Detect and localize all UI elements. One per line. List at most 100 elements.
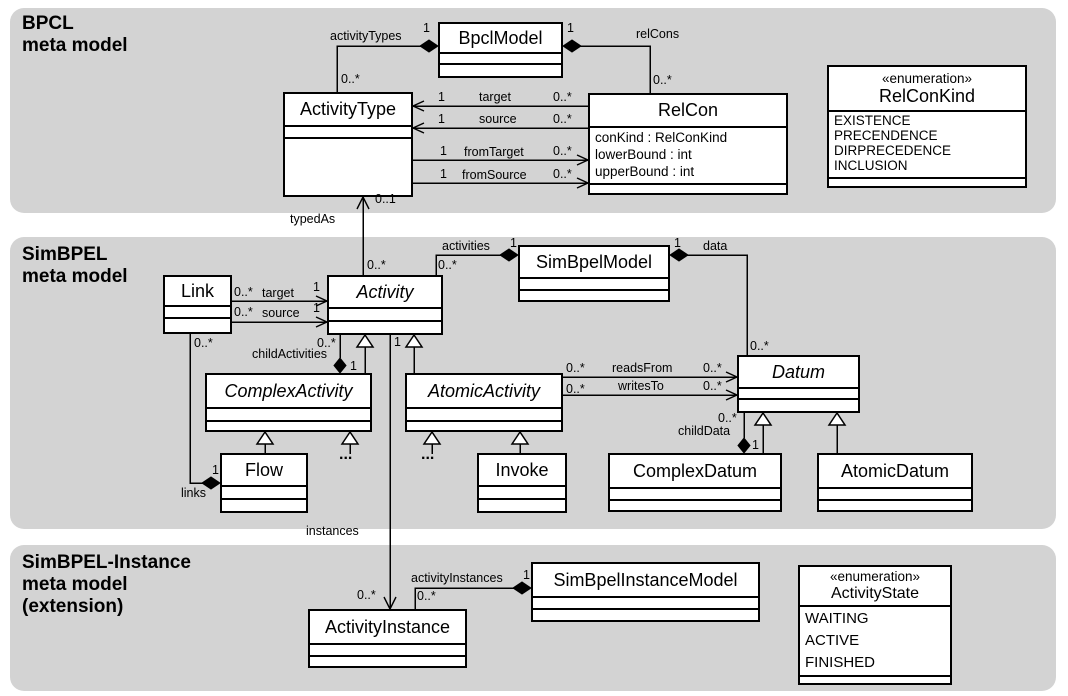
class-name: RelCon [657, 100, 719, 120]
class-name: Invoke [495, 459, 549, 480]
section-label-line: (extension) [22, 596, 124, 617]
member-line: PRECENDENCE [834, 128, 938, 143]
class-title: Invoke [479, 455, 565, 485]
stereotype-label: «enumeration» [881, 70, 973, 86]
class-name: Datum [771, 361, 825, 382]
compartment [610, 487, 780, 499]
class-title: ActivityType [285, 94, 411, 125]
class-name: ActivityState [830, 584, 920, 602]
class-title: SimBpelModel [520, 247, 668, 277]
edge-label: childActivities [252, 347, 328, 361]
compartment [829, 177, 1025, 186]
edge-label: typedAs [290, 212, 336, 226]
class-name: ComplexDatum [632, 460, 758, 481]
member-line: conKind : RelConKind [595, 130, 728, 145]
compartment [222, 498, 306, 511]
class-name: AtomicDatum [840, 460, 950, 481]
compartment [165, 305, 230, 317]
class-title: RelCon [590, 95, 786, 126]
compartment [207, 407, 370, 420]
edge-label: writesTo [618, 379, 664, 393]
compartment [479, 498, 565, 511]
class-title: AtomicDatum [819, 455, 971, 487]
section-label-line: meta model [22, 35, 128, 56]
compartment [819, 487, 971, 499]
compartment [329, 307, 441, 320]
compartment [520, 289, 668, 300]
edge-label: 1 [567, 21, 574, 35]
section-label-line: meta model [22, 574, 128, 595]
class-activitytype: ActivityType [283, 92, 413, 197]
composition-activityinstances-diamond-icon [512, 581, 532, 595]
composition-activitytypes-diamond-icon [419, 39, 439, 53]
member-line: upperBound : int [595, 164, 695, 179]
compartment [590, 183, 786, 193]
gen-dots-complexactivity-triangle-icon [340, 430, 360, 445]
edge-label: 1 [313, 280, 320, 294]
class-atomicactivity: AtomicActivity [405, 373, 563, 432]
gen-complexdatum-datum-triangle-icon [753, 411, 773, 426]
edge-label: 0..* [566, 361, 585, 375]
edge-label: 0..* [553, 144, 572, 158]
edge-label: 1 [674, 236, 681, 250]
edge-label: readsFrom [612, 361, 673, 375]
edge-label: 1 [440, 144, 447, 158]
class-activityinstance: ActivityInstance [308, 609, 467, 668]
edge-label: 1 [438, 112, 445, 126]
edge-label: 0..* [718, 411, 737, 425]
class-datum: Datum [737, 355, 860, 413]
edge-label: 0..* [341, 72, 360, 86]
edge-label: 0..* [703, 361, 722, 375]
compartment [310, 655, 465, 666]
class-bpclmodel: BpclModel [438, 22, 563, 78]
edge-label: activityInstances [411, 571, 503, 585]
member-line: FINISHED [805, 654, 876, 671]
assoc-source-open-arrow-icon [411, 122, 425, 134]
compartment [285, 125, 411, 137]
composition-activities-line [435, 254, 502, 275]
class-name: SimBpelModel [535, 251, 653, 272]
edge-label: 1 [313, 301, 320, 315]
edge-label: source [479, 112, 517, 126]
edge-label: 0..* [234, 305, 253, 319]
class-title: Datum [739, 357, 858, 387]
class-name: ActivityInstance [324, 616, 451, 637]
edge-label: activities [442, 239, 490, 253]
class-title: ActivityInstance [310, 611, 465, 643]
class-name: SimBpelInstanceModel [553, 569, 738, 590]
class-simbpelmodel: SimBpelModel [518, 245, 670, 302]
class-link: Link [163, 275, 232, 334]
ellipsis-subclasses-text: ... [339, 446, 353, 463]
edge-label: 0..* [566, 382, 585, 396]
class-title: ComplexDatum [610, 455, 780, 487]
stereotype-label: «enumeration» [829, 569, 921, 585]
compartment [407, 407, 561, 420]
composition-activityinstances-line [414, 587, 515, 609]
class-name: RelConKind [878, 85, 976, 106]
class-title: «enumeration»RelConKind [829, 67, 1025, 110]
class-title: Activity [329, 277, 441, 307]
edge-label: 0..1 [375, 192, 396, 206]
edge-label: fromSource [462, 168, 527, 182]
edge-label: 0..* [417, 589, 436, 603]
edge-label: 0..* [357, 588, 376, 602]
composition-relcons-line [579, 45, 651, 93]
edge-label: relCons [636, 27, 680, 41]
class-name: Link [180, 280, 215, 301]
edge-label: source [262, 306, 300, 320]
compartment [739, 398, 858, 411]
section-label-line: meta model [22, 266, 128, 287]
composition-activities-diamond-icon [499, 248, 519, 262]
edge-label: 0..* [194, 336, 213, 350]
compartment [739, 387, 858, 398]
composition-data-line [686, 254, 748, 355]
class-title: Flow [222, 455, 306, 485]
gen-dots-atomicactivity-triangle-icon [422, 430, 442, 445]
